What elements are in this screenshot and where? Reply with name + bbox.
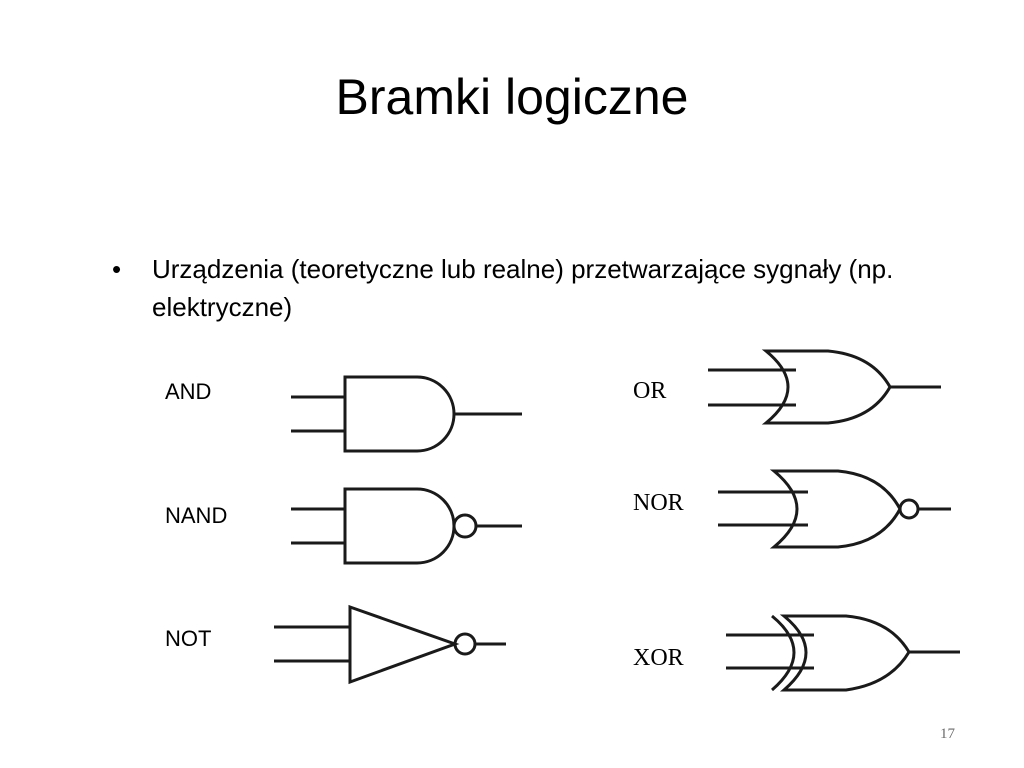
slide-title: Bramki logiczne	[335, 69, 689, 125]
xor-label: XOR	[633, 645, 684, 671]
or-label: OR	[633, 378, 667, 404]
page-number: 17	[940, 726, 955, 742]
nand-gate-icon	[291, 487, 522, 565]
xor-gate-icon	[726, 614, 960, 692]
bullet-symbol: •	[112, 254, 122, 284]
bullet-text: Urządzenia (teoretyczne lub realne) prze…	[152, 254, 894, 322]
not-gate-icon	[274, 604, 506, 685]
nand-label: NAND	[165, 503, 228, 528]
and-gate-icon	[291, 375, 522, 453]
or-gate-icon	[708, 349, 941, 425]
nor-gate-icon	[718, 469, 951, 549]
nor-label: NOR	[633, 490, 684, 516]
not-label: NOT	[165, 626, 212, 651]
and-label: AND	[165, 379, 212, 404]
